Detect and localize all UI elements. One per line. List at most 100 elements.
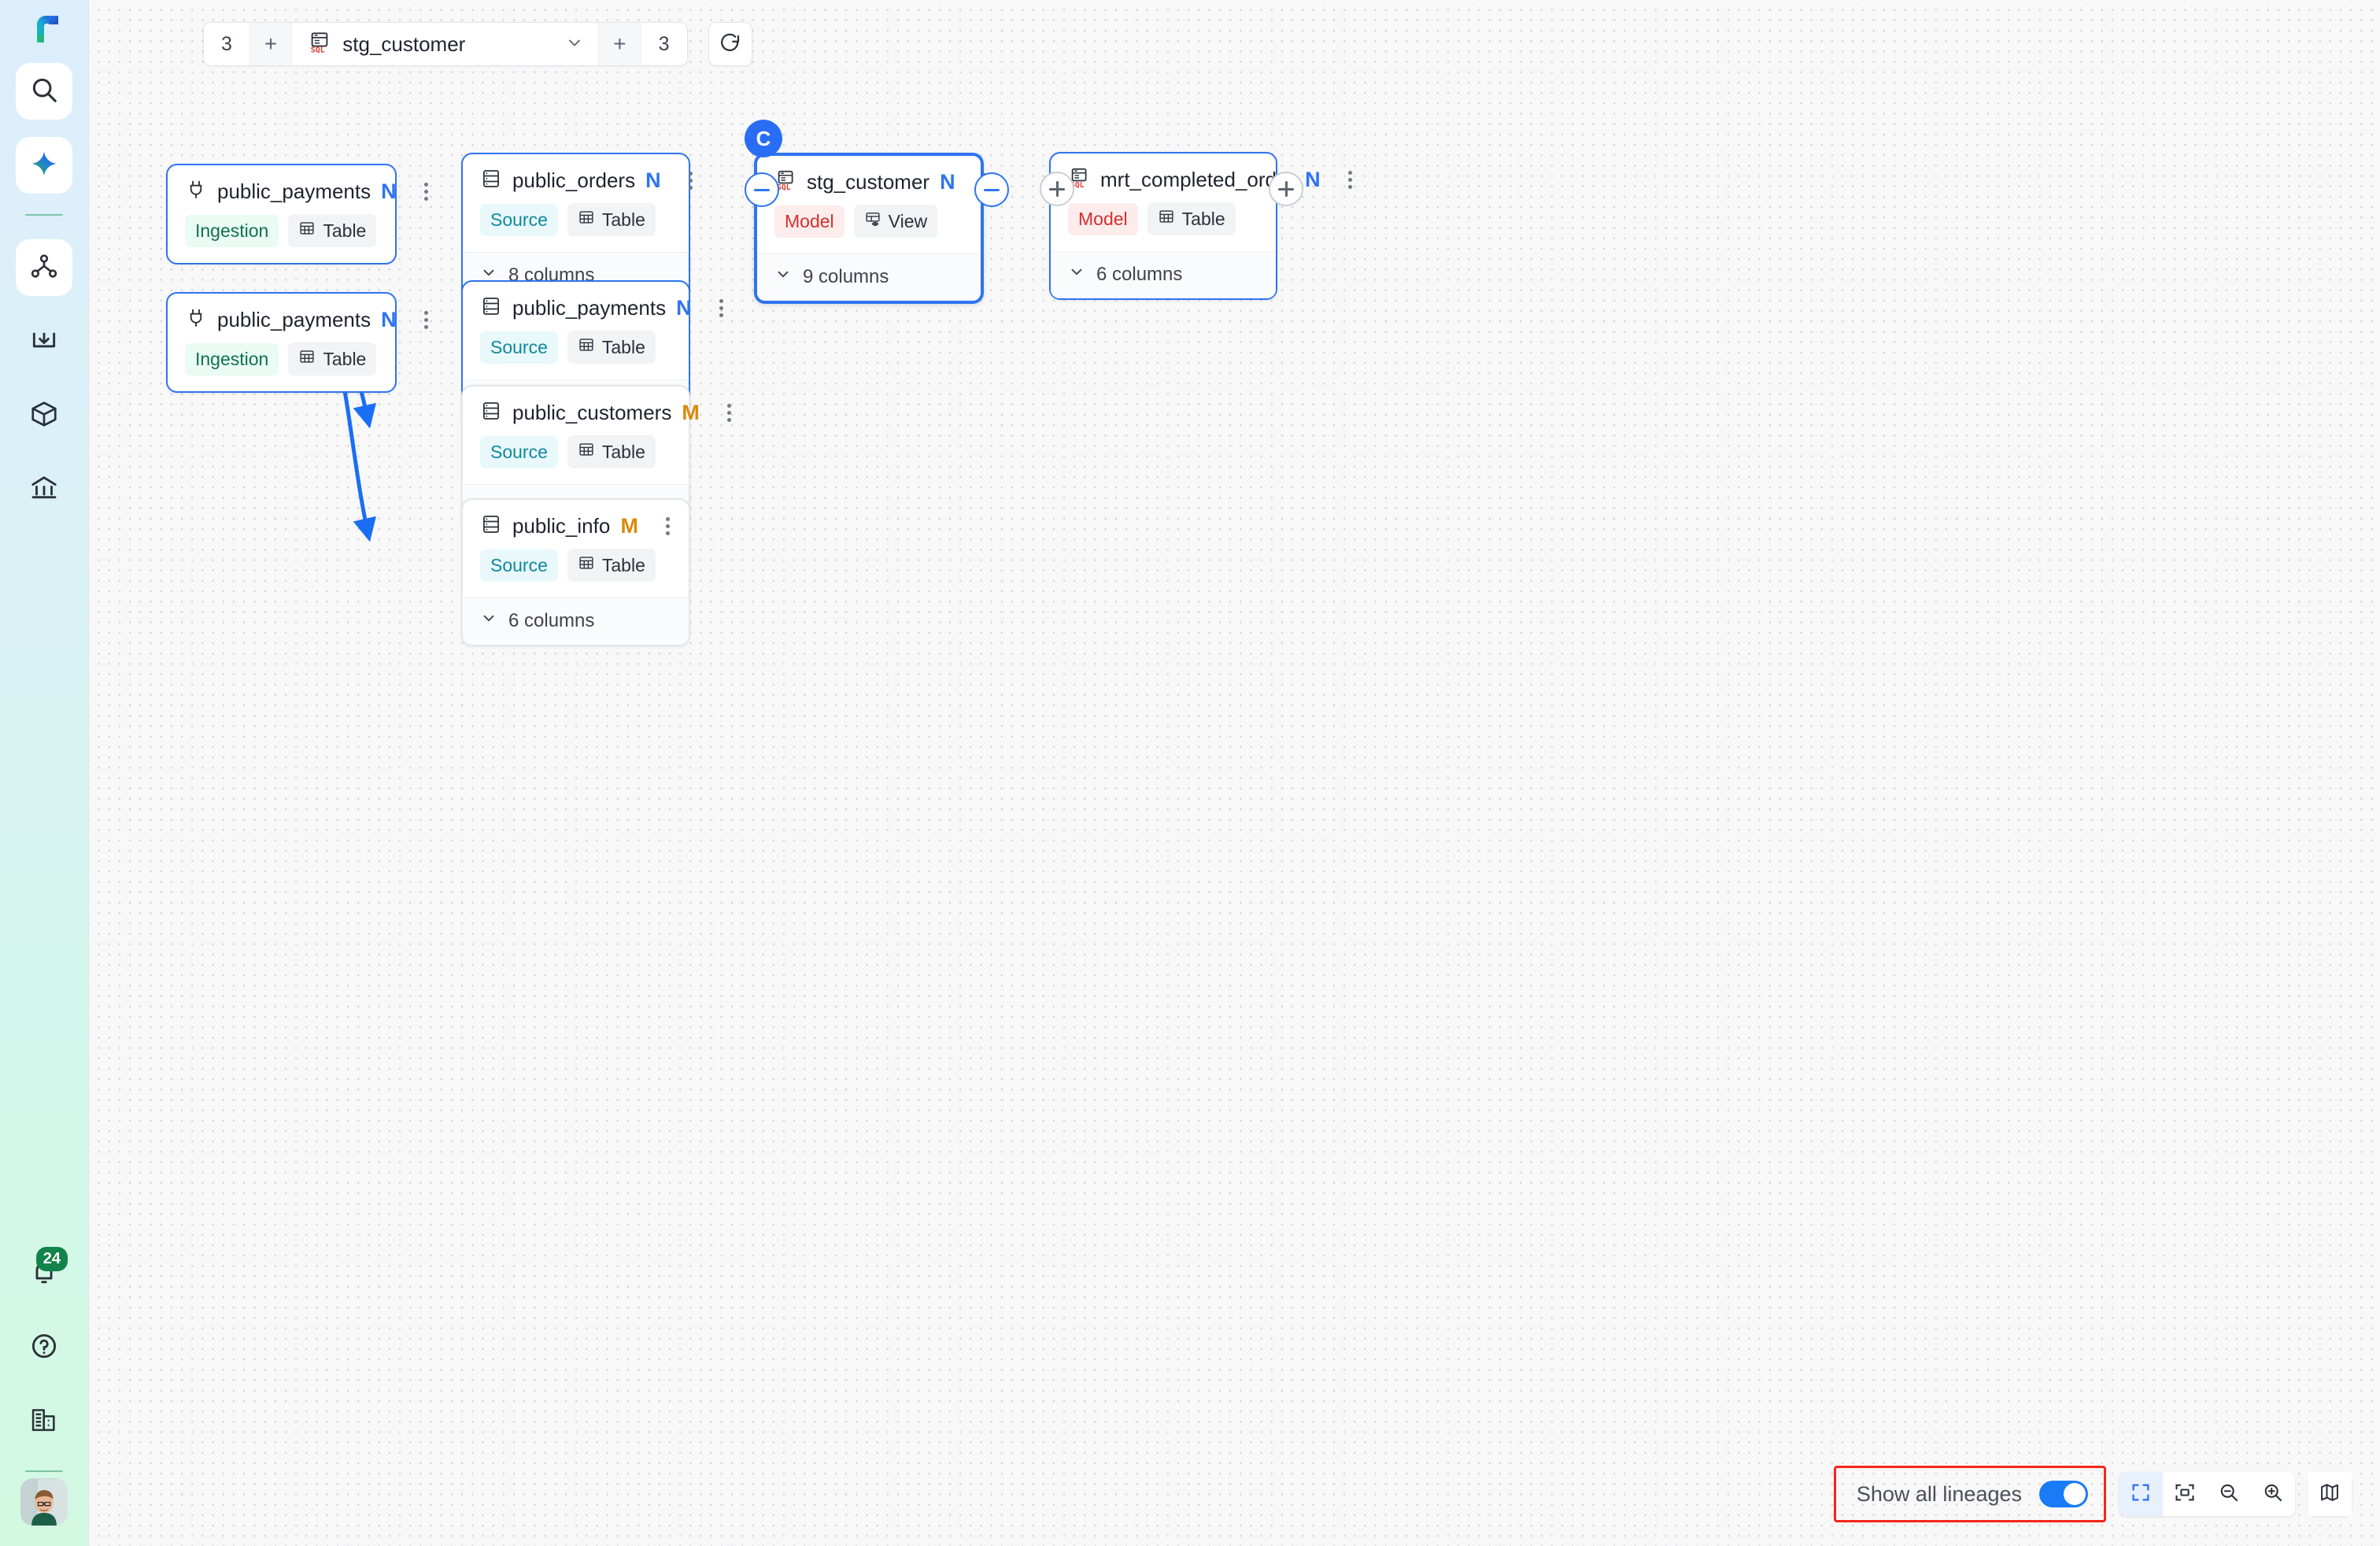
node-menu-button[interactable] [419,308,433,332]
node-header: public_orders N [463,154,693,194]
node-status-flag: N [381,308,397,331]
lineage-node[interactable]: public_info M Source Table 6 columns [461,498,690,646]
search-icon [29,75,59,109]
node-status-flag: N [676,296,692,320]
node-tag-model: Model [774,205,844,238]
fullscreen-button[interactable] [2119,1472,2163,1516]
node-menu-button[interactable] [419,179,433,204]
node-header: public_payments N [168,294,428,333]
selected-node-name: stg_customer [342,31,466,56]
notification-count-badge: 24 [35,1247,68,1271]
node-context-badge[interactable]: C [745,120,782,157]
sparkle-icon [30,150,58,182]
node-columns-row[interactable]: 9 columns [757,253,981,301]
node-tag-source: Source [480,331,558,364]
node-tag-table: Table [567,203,656,236]
sidebar-item-ai-assistant[interactable] [16,137,72,194]
increase-upstream-button[interactable]: + [249,23,293,65]
database-icon [480,168,502,194]
zoom-in-button[interactable] [2251,1472,2295,1516]
node-status-flag: N [645,168,661,192]
expand-upstream-handle[interactable] [1040,172,1074,206]
table-icon [578,209,595,231]
minus-icon [984,188,1000,191]
node-status-flag: N [1305,168,1321,191]
node-select[interactable]: SQL stg_customer [292,23,600,65]
lineage-node[interactable]: public_payments N Ingestion Table [166,164,428,264]
node-menu-button[interactable] [1343,168,1357,192]
node-title: stg_customer [807,170,930,194]
node-menu-button[interactable] [715,296,728,320]
node-header: SQL stg_customer N [757,156,987,195]
chevron-down-icon [1068,263,1085,286]
toggle-knob [2064,1483,2086,1505]
node-tag-source: Source [480,549,558,582]
download-box-icon [29,325,59,359]
node-tag-table: Table [567,435,656,468]
upstream-depth-value[interactable]: 3 [204,23,250,65]
help-button[interactable] [16,1319,72,1376]
collapse-upstream-handle[interactable] [745,172,779,207]
refresh-button[interactable] [708,22,752,66]
node-columns-row[interactable]: 6 columns [463,597,689,645]
sidebar-item-search[interactable] [16,63,72,120]
zoom-in-icon [2262,1481,2284,1507]
sidebar-divider-bottom [25,1470,63,1472]
lineage-node[interactable]: SQL stg_customer N Model View 9 columns [754,153,987,304]
node-columns-count: 6 columns [1096,263,1183,285]
building-icon [29,1405,59,1439]
lineage-node[interactable]: SQL mrt_completed_order N Model Table 6 … [1049,152,1352,300]
package-icon [29,399,59,433]
app-logo[interactable] [27,11,61,46]
fit-view-button[interactable] [2163,1472,2207,1516]
user-avatar[interactable] [20,1478,68,1526]
expand-downstream-handle[interactable] [1269,172,1303,206]
node-tag-table: Table [288,214,377,247]
canvas-controls: Show all lineages [1833,1466,2352,1522]
table-icon [1158,208,1175,230]
node-title: public_payments [217,179,371,203]
bank-icon [29,473,59,507]
question-circle-icon [29,1331,59,1365]
node-menu-button[interactable] [661,514,674,538]
node-menu-button[interactable] [722,401,736,425]
plug-icon [185,307,207,333]
node-status-flag: M [682,401,700,424]
zoom-out-button[interactable] [2207,1472,2251,1516]
node-status-flag: M [620,514,639,538]
node-title: mrt_completed_order [1100,168,1295,191]
show-all-lineages-control[interactable]: Show all lineages [1833,1466,2106,1522]
downstream-depth-value[interactable]: 3 [641,23,687,65]
increase-downstream-button[interactable]: + [599,23,641,65]
table-icon [578,441,595,463]
show-all-lineages-label: Show all lineages [1856,1481,2022,1506]
chevron-down-icon[interactable] [565,33,584,56]
minus-icon [754,188,770,191]
notifications-button[interactable]: 24 [16,1245,72,1302]
show-all-lineages-toggle[interactable] [2039,1481,2088,1507]
svg-text:SQL: SQL [777,183,791,191]
node-menu-button[interactable] [684,168,697,193]
chevron-down-icon [480,609,497,632]
node-header: public_payments N [463,282,723,321]
sidebar-item-lineage[interactable] [16,239,72,296]
lineage-canvas[interactable]: 3 + SQL stg_customer [89,0,2380,1546]
node-tags: Source Table [463,539,689,597]
organization-button[interactable] [16,1393,72,1450]
lineage-node[interactable]: public_payments N Ingestion Table [166,292,428,393]
table-icon [298,348,316,370]
view-icon [864,210,881,232]
sidebar-item-catalog[interactable] [16,387,72,444]
sidebar-item-governance[interactable] [16,461,72,518]
lineage-graph-icon [29,251,59,285]
sidebar-item-ingestion[interactable] [16,313,72,370]
node-columns-row[interactable]: 6 columns [1051,251,1276,298]
collapse-downstream-handle[interactable] [974,172,1009,207]
lineage-node[interactable]: public_orders N Source Table 8 columns [461,153,693,301]
node-header: public_info M [463,500,689,539]
chevron-down-icon [480,264,497,287]
minimap-button[interactable] [2308,1472,2352,1516]
node-tag-ingestion: Ingestion [185,342,279,375]
svg-text:SQL: SQL [311,46,325,54]
node-tag-model: Model [1068,202,1138,235]
